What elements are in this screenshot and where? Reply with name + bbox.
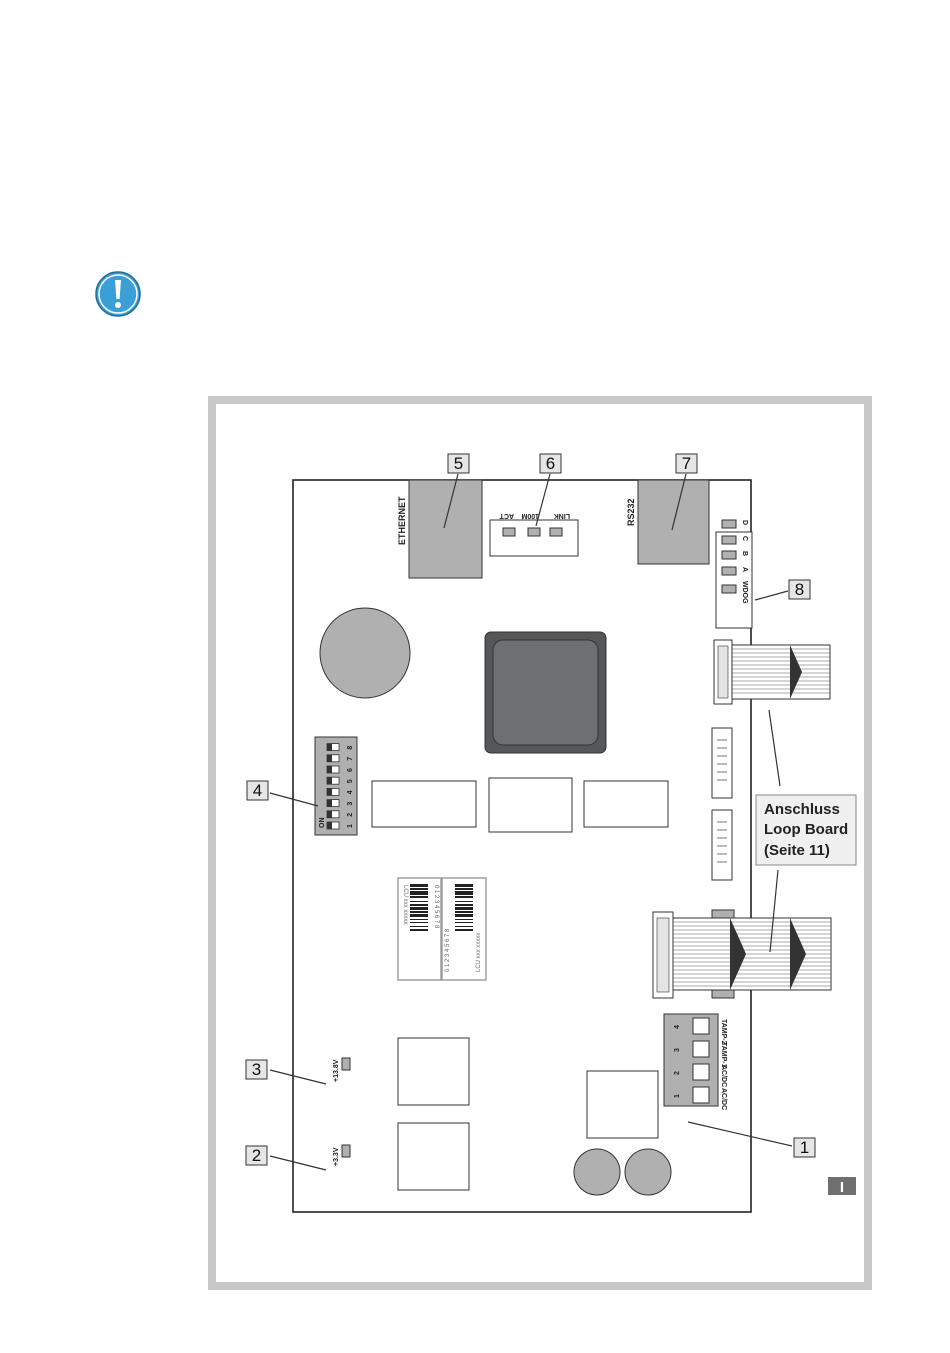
led-3v3 <box>342 1145 350 1157</box>
ribbon-cable-lower <box>673 918 831 990</box>
led-100m <box>528 528 540 536</box>
tamp2-label: TAMP-2 <box>720 1019 727 1045</box>
a-label: A <box>741 567 748 572</box>
callout-4: 4 <box>247 781 268 800</box>
page-tab: I <box>828 1177 856 1196</box>
acdc-label-1: AC/DC <box>720 1065 727 1087</box>
pin-header-1 <box>712 728 732 798</box>
callout-2: 2 <box>246 1146 267 1165</box>
dip-number-8: 8 <box>347 746 354 750</box>
act-label: ACT <box>499 512 514 519</box>
dip-number-7: 7 <box>347 757 354 761</box>
callout-1: 1 <box>794 1138 815 1157</box>
led-act <box>503 528 515 536</box>
ethernet-label: ETHERNET <box>397 496 407 545</box>
pin-header-2 <box>712 810 732 880</box>
wdog-led-block <box>716 532 752 628</box>
callout-3: 3 <box>246 1060 267 1079</box>
c-label: C <box>741 536 748 541</box>
terminal-num-4: 4 <box>674 1025 681 1029</box>
svg-text:I: I <box>840 1179 844 1196</box>
callout-5: 5 <box>448 454 469 473</box>
100m-label: 100M <box>521 512 539 519</box>
terminal-num-2: 2 <box>674 1071 681 1075</box>
svg-text:4: 4 <box>253 781 262 800</box>
tamp1-label: TAMP-1 <box>720 1042 727 1068</box>
led-wdog <box>722 585 736 593</box>
v33-label: +3.3V <box>333 1147 340 1166</box>
ribbon-cable-upper <box>732 645 830 699</box>
wdog-label: WDOG <box>741 581 748 604</box>
dip-toggle-8 <box>327 744 332 751</box>
v138-label: +13.8V <box>333 1059 340 1082</box>
svg-text:LCU xxx xxxxx: LCU xxx xxxxx <box>402 885 408 924</box>
barcode-label-2: LCU xxx xxxxx 0 1 2 3 4 5 6 7 8 <box>442 878 486 980</box>
ethernet-jack <box>409 480 482 578</box>
dip-toggle-1 <box>327 822 332 829</box>
terminal-num-1: 1 <box>674 1094 681 1098</box>
svg-text:2: 2 <box>252 1146 261 1165</box>
memory-chip-1 <box>372 781 476 827</box>
d-label: D <box>741 520 748 525</box>
note-line-3: (Seite 11) <box>764 842 830 859</box>
svg-text:5: 5 <box>454 454 463 473</box>
dip-toggle-2 <box>327 811 332 818</box>
rectifier <box>587 1071 658 1138</box>
svg-text:0 1 2 3 4 5 6 7 8: 0 1 2 3 4 5 6 7 8 <box>433 885 439 929</box>
battery <box>320 608 410 698</box>
regulator-1 <box>398 1038 469 1105</box>
dip-toggle-6 <box>327 766 332 773</box>
dip-number-3: 3 <box>347 802 354 806</box>
barcode-label-1: LCU xxx xxxxx 0 1 2 3 4 5 6 7 8 <box>398 878 441 980</box>
led-13v8 <box>342 1058 350 1070</box>
svg-text:6: 6 <box>546 454 555 473</box>
note-line-1: Anschluss <box>764 801 840 818</box>
link-label: LINK <box>554 512 570 519</box>
callout-6: 6 <box>540 454 561 473</box>
svg-text:1: 1 <box>800 1138 809 1157</box>
memory-chip-3 <box>584 781 668 827</box>
rs232-label: RS232 <box>626 498 636 526</box>
terminal-num-3: 3 <box>674 1048 681 1052</box>
led-a <box>722 567 736 575</box>
b-label: B <box>741 551 748 556</box>
led-d <box>722 520 736 528</box>
loop-board-note: Anschluss Loop Board (Seite 11) <box>756 795 856 865</box>
led-link <box>550 528 562 536</box>
dip-toggle-4 <box>327 788 332 795</box>
callout-7: 7 <box>676 454 697 473</box>
callout-8: 8 <box>789 580 810 599</box>
dip-toggle-5 <box>327 777 332 784</box>
on-label: ON <box>319 818 326 829</box>
led-c <box>722 536 736 544</box>
capacitor-1 <box>574 1149 620 1195</box>
memory-chip-2 <box>489 778 572 832</box>
dip-number-4: 4 <box>347 790 354 794</box>
dip-switch: ON 1 2 3 4 5 6 7 8 <box>315 737 357 835</box>
svg-text:3: 3 <box>252 1060 261 1079</box>
dip-toggle-3 <box>327 800 332 807</box>
led-b <box>722 551 736 559</box>
note-line-2: Loop Board <box>764 821 848 838</box>
acdc-label-2: AC/DC <box>720 1088 727 1110</box>
capacitor-2 <box>625 1149 671 1195</box>
ethernet-led-block <box>490 520 578 556</box>
svg-text:LCU xxx xxxxx: LCU xxx xxxxx <box>476 933 482 972</box>
svg-text:8: 8 <box>795 580 804 599</box>
terminal-block: 4 3 2 1 TAMP-2 TAMP-1 AC/DC AC/DC <box>664 1014 727 1110</box>
dip-toggle-7 <box>327 755 332 762</box>
regulator-2 <box>398 1123 469 1190</box>
dip-number-1: 1 <box>347 824 354 828</box>
dip-number-6: 6 <box>347 768 354 772</box>
svg-text:0 1 2 3 4 5 6 7 8: 0 1 2 3 4 5 6 7 8 <box>445 928 451 972</box>
dip-number-2: 2 <box>347 813 354 817</box>
svg-text:7: 7 <box>682 454 691 473</box>
dip-number-5: 5 <box>347 779 354 783</box>
